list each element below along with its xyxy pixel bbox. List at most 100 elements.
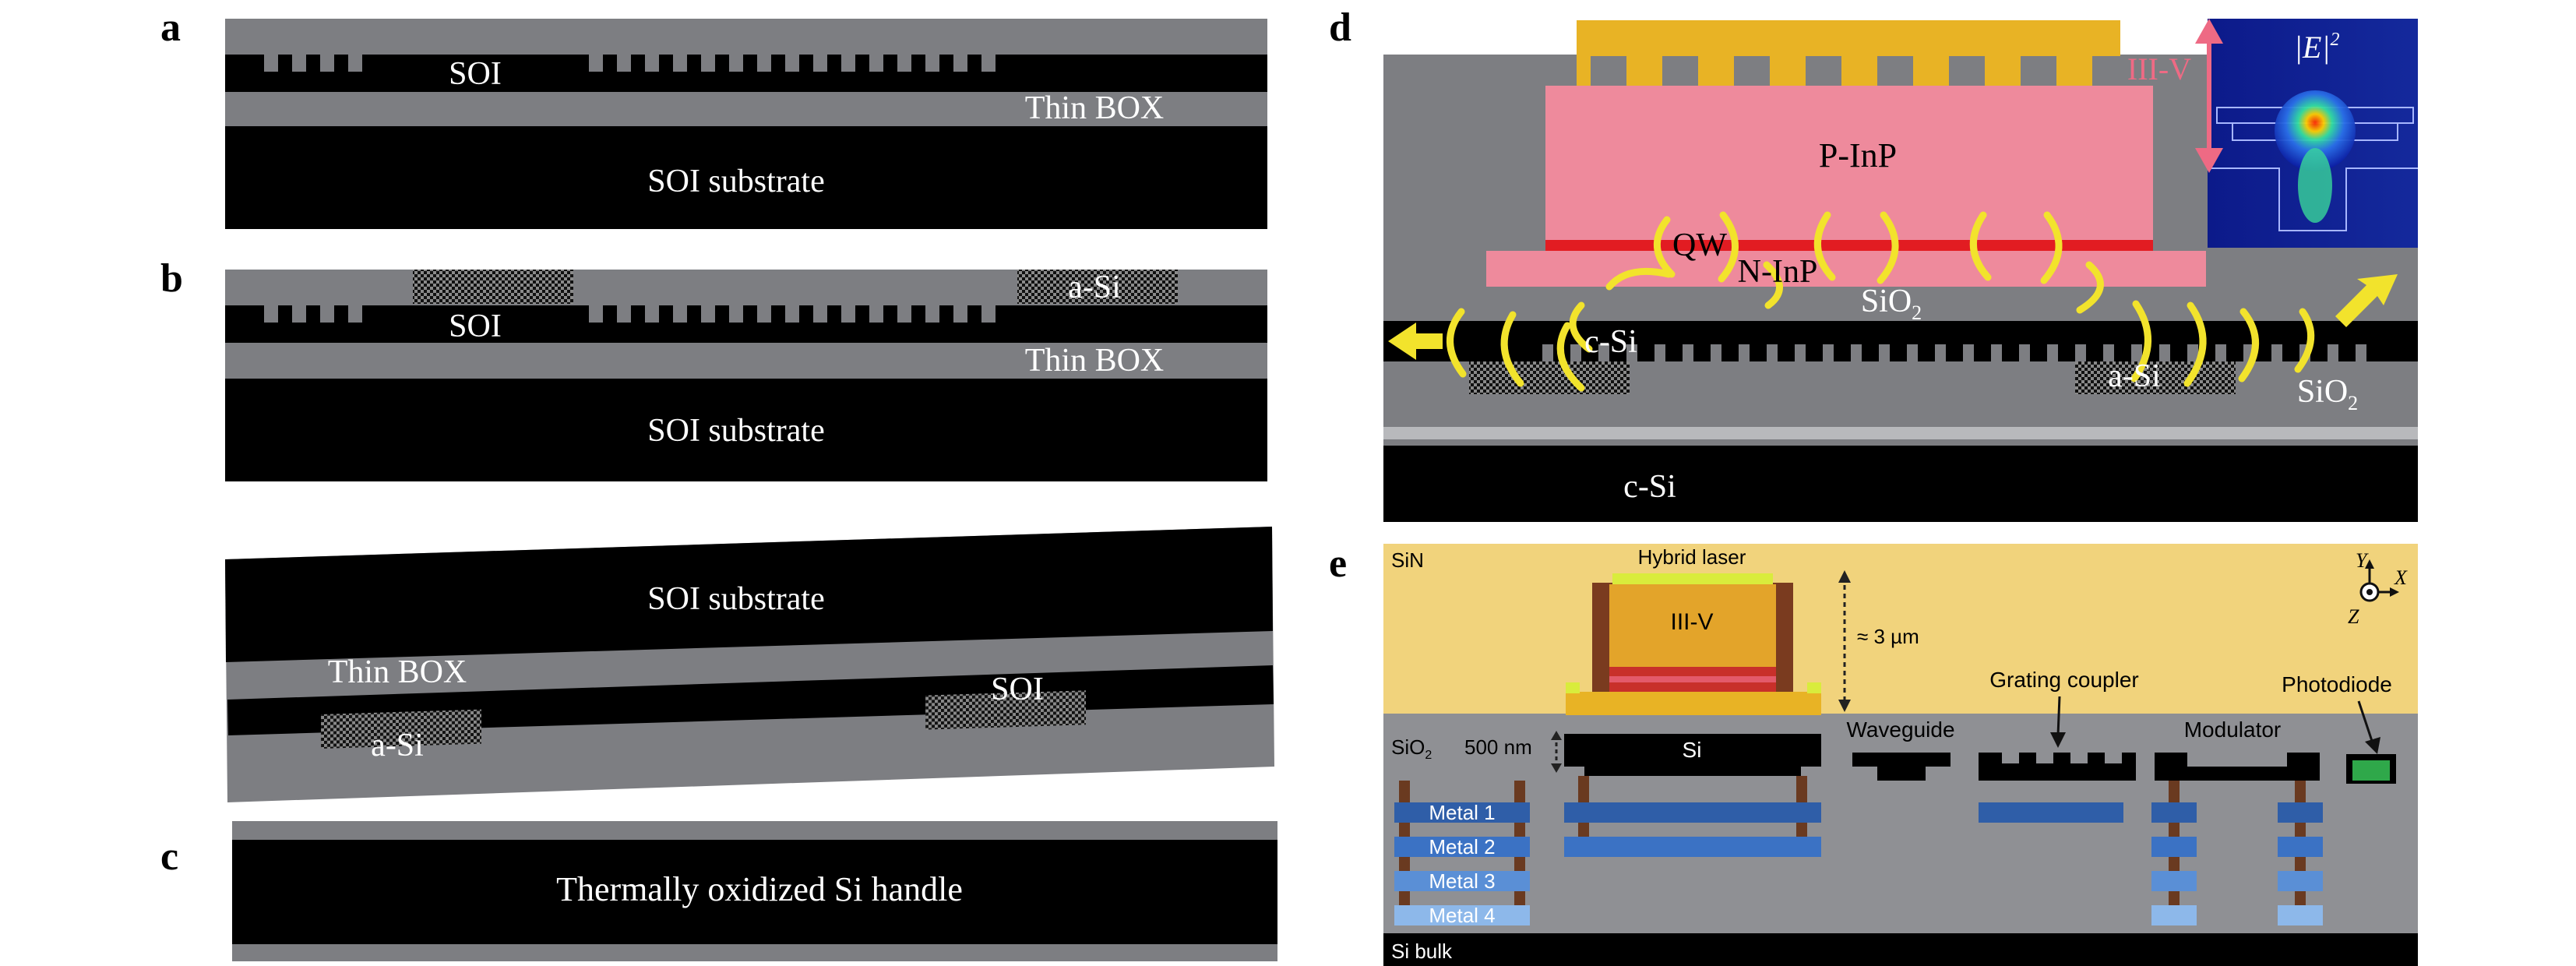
- laser-active-2: [1609, 676, 1776, 682]
- sio2-right-label: SiO2: [2297, 374, 2358, 414]
- sin-label: SiN: [1391, 548, 1424, 572]
- asi-block-d2: [2075, 361, 2236, 394]
- c-si-substrate: [1383, 446, 2418, 522]
- panel-b: b a-Si SOI Thin BOX SOI substrate: [160, 256, 1267, 481]
- handle-label-c: Thermally oxidized Si handle: [556, 870, 963, 908]
- sin-layer: [1383, 544, 2418, 714]
- metal-3-label: Metal 3: [1429, 869, 1495, 893]
- thickness-label: 500 nm: [1464, 735, 1532, 759]
- laser-contact-right: [1807, 682, 1821, 693]
- waveguide-slab: [1852, 753, 1951, 767]
- soi-layer-b: [225, 305, 1267, 343]
- panel-letter-a: a: [160, 5, 181, 50]
- asi-block-b1: [413, 270, 573, 304]
- modulator-recess: [2187, 753, 2287, 767]
- si-label: Si: [1683, 738, 1702, 762]
- modulator-label: Modulator: [2184, 717, 2282, 742]
- asi-label-flip: a-Si: [371, 728, 424, 763]
- panel-letter-c: c: [160, 834, 178, 879]
- substrate-b: [225, 379, 1267, 481]
- output-arrow-left: [1388, 323, 1443, 360]
- modulator-metals: [2151, 802, 2323, 925]
- mode-tail: [2298, 148, 2332, 223]
- soi-label-flip: SOI: [991, 672, 1044, 707]
- si-slab: [1564, 734, 1821, 767]
- panel-letter-b: b: [160, 256, 183, 301]
- contact-comb: [1577, 55, 2092, 86]
- laser-mesa: [1609, 584, 1776, 667]
- sio2-label-e: SiO2: [1391, 735, 1432, 762]
- thickness-arrow-down: [1551, 763, 1562, 773]
- grating-b: [264, 305, 996, 323]
- thickness-arrow-up: [1551, 731, 1562, 740]
- asi-block-flip2: [925, 690, 1086, 730]
- iiiv-label-d: III-V: [2127, 51, 2191, 86]
- panel-c: c Thermally oxidized Si handle: [160, 821, 1277, 961]
- si-bulk-label: Si bulk: [1391, 940, 1453, 963]
- mode-spot: [2275, 90, 2356, 171]
- metal-1-label: Metal 1: [1429, 801, 1495, 824]
- panel-e: e SiN Hybrid laser III-V ≈ 3 µm Grating …: [1329, 541, 2418, 966]
- substrate-label-a: SOI substrate: [647, 164, 824, 199]
- grating-coupler-pointer: [2056, 696, 2061, 736]
- axes-icon: [2359, 559, 2399, 602]
- thin-box-label-b: Thin BOX: [1025, 343, 1165, 379]
- asi-label-d: a-Si: [2108, 358, 2161, 394]
- height-arrow-down: [1838, 700, 1851, 712]
- asi-block-flip1: [321, 709, 481, 749]
- substrate-label-b: SOI substrate: [647, 413, 824, 449]
- soi-label-a: SOI: [449, 56, 502, 92]
- contact-bar: [1577, 20, 2120, 56]
- metal-laser-1: [1564, 802, 1821, 823]
- wavefronts: [1447, 211, 2315, 392]
- grating-a: [264, 55, 996, 72]
- n-inp-label: N-InP: [1738, 254, 1818, 290]
- iiiv-label-e: III-V: [1670, 609, 1713, 635]
- qw-label: QW: [1672, 227, 1727, 263]
- metal-2-label: Metal 2: [1429, 835, 1495, 858]
- substrate-label-flip: SOI substrate: [647, 581, 824, 617]
- laser-contact-left: [1566, 682, 1580, 693]
- axis-x-label: X: [2394, 566, 2408, 589]
- box-d: [1383, 427, 2418, 439]
- asi-block-d1: [1469, 361, 1630, 394]
- grating-coupler-teeth: [2002, 753, 2122, 763]
- c-si-guide-label: c-Si: [1584, 324, 1637, 360]
- grating-coupler-label: Grating coupler: [1989, 668, 2138, 692]
- metal-laser-2: [1564, 837, 1821, 857]
- metal-4-label: Metal 4: [1429, 904, 1495, 927]
- n-inp: [1486, 251, 2206, 287]
- height-label: ≈ 3 µm: [1857, 625, 1919, 648]
- grating-reflector: [1979, 802, 2123, 823]
- panel-a: a SOI Thin BOX SOI substrate: [160, 5, 1267, 229]
- si-rib: [1584, 767, 1801, 776]
- metal-3-box: [1394, 871, 1530, 891]
- e-field-label: |E|2: [2294, 30, 2339, 65]
- hybrid-laser-label: Hybrid laser: [1638, 545, 1746, 569]
- asi-label-b: a-Si: [1068, 270, 1121, 305]
- photodiode-ge: [2352, 760, 2390, 781]
- c-si-substrate-label: c-Si: [1623, 469, 1676, 505]
- soi-layer-a: [225, 55, 1267, 92]
- grating-coupler-pointer-head: [2050, 732, 2066, 748]
- thin-box-label-a: Thin BOX: [1025, 90, 1165, 126]
- laser-top-contact: [1612, 573, 1773, 584]
- handle-si-c: [232, 840, 1277, 944]
- iiiv-arrow-down: [2195, 148, 2223, 173]
- laser-active-3: [1609, 682, 1776, 692]
- substrate-a: [225, 126, 1267, 229]
- quantum-well: [1545, 240, 2153, 251]
- metal-1-box: [1394, 802, 1530, 823]
- panel-letter-e: e: [1329, 541, 1347, 586]
- panel-letter-d: d: [1329, 5, 1351, 50]
- substrate-flip: [225, 527, 1273, 662]
- panel-flip: SOI substrate Thin BOX SOI a-Si: [225, 527, 1274, 802]
- soi-layer-flip: [227, 665, 1274, 735]
- metal-4-box: [1394, 905, 1530, 925]
- height-arrow-up: [1838, 570, 1851, 583]
- p-inp-label: P-InP: [1819, 136, 1897, 175]
- panel-d: d: [1329, 5, 2418, 522]
- photodiode-pointer-head: [2365, 737, 2380, 754]
- laser-active: [1609, 667, 1776, 676]
